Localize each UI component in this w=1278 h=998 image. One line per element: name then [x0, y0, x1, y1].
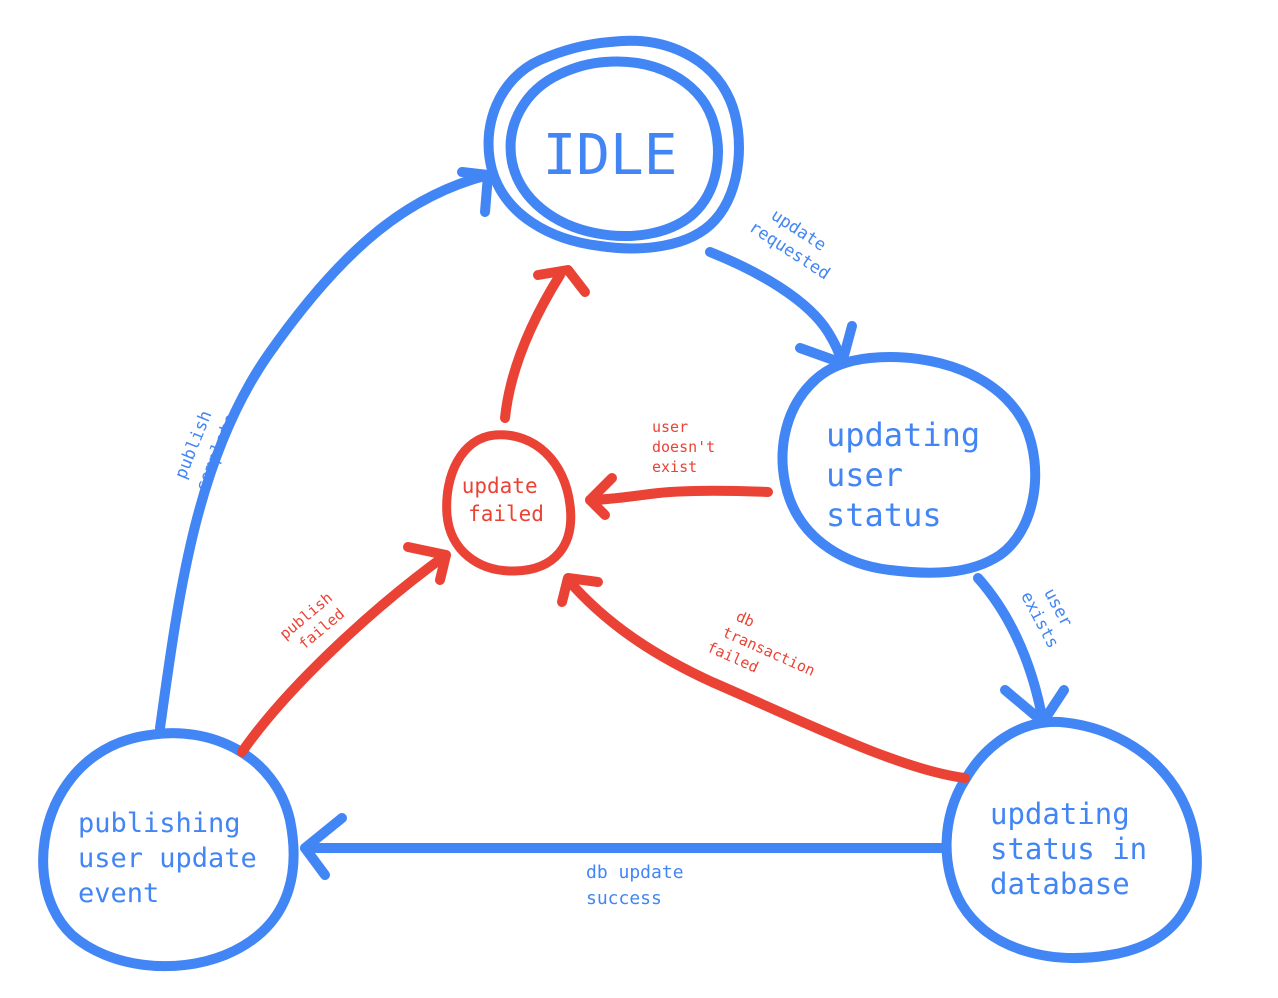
state-idle-label: IDLE — [543, 123, 678, 188]
state-updating-user-status-line: status — [826, 496, 942, 534]
state-updating-user-status-line: user — [826, 456, 903, 494]
state-updating-user-status-outline — [777, 352, 1041, 578]
transition-user-exists-arrow — [973, 573, 1048, 727]
transition-user-doesnt-exist-arrowhead — [585, 473, 617, 520]
transition-db-transaction-failed-line: db — [733, 607, 757, 631]
state-publishing-user-update-event-line: publishing — [78, 808, 241, 839]
state-update-failed-line: failed — [468, 502, 544, 526]
transition-publish-complete-arrow — [155, 170, 493, 733]
transition-db-update-success-label: db update success — [586, 862, 694, 909]
transition-publish-failed-arrowhead — [403, 542, 451, 585]
state-publishing-user-update-event-line: event — [78, 878, 159, 909]
state-updating-status-in-database-line: updating — [990, 797, 1130, 831]
transition-db-update-success-arrowhead — [300, 813, 347, 880]
state-update-failed-outline — [442, 430, 576, 576]
state-updating-user-status-line: updating — [826, 416, 980, 454]
transition-failed-to-idle-arrow — [500, 270, 565, 423]
transition-user-exists-arrowhead — [1000, 685, 1069, 727]
state-update-failed-line: update — [462, 474, 538, 498]
transition-user-doesnt-exist-arrow — [585, 485, 773, 505]
transition-db-update-success-line: success — [586, 888, 662, 909]
transition-publish-failed-arrow — [237, 550, 451, 757]
transition-db-transaction-failed-arrowhead — [557, 573, 603, 607]
state-idle-outer-ring — [483, 35, 744, 254]
transition-user-doesnt-exist-line: doesn't — [652, 438, 715, 456]
state-updating-status-in-database-line: status in — [990, 832, 1147, 866]
transition-update-requested-arrowhead — [795, 321, 857, 368]
state-publishing-user-update-event-label: publishing user update event — [78, 808, 273, 909]
state-publishing-user-update-event-line: user update — [78, 843, 257, 874]
state-update-failed-label: update failed — [462, 474, 551, 526]
transition-user-doesnt-exist-line: exist — [652, 458, 697, 476]
transition-db-transaction-failed-arrow — [563, 575, 970, 783]
transition-failed-to-idle-arrowhead — [533, 265, 590, 297]
transition-update-requested-arrow — [705, 247, 847, 367]
state-publishing-user-update-event-outline — [38, 728, 299, 972]
transition-user-doesnt-exist-line: user — [652, 418, 688, 436]
state-updating-status-in-database-label: updating status in database — [990, 797, 1165, 901]
transition-publish-complete-arrowhead — [457, 167, 493, 217]
state-updating-status-in-database-line: database — [990, 867, 1130, 901]
state-updating-user-status-label: updating user status — [826, 416, 999, 534]
transition-user-doesnt-exist-label: user doesn't exist — [652, 418, 724, 476]
transition-publish-failed-label: publish failed — [276, 583, 356, 659]
transition-db-update-success-line: db update — [586, 862, 684, 883]
transition-user-exists-label: user exists — [1016, 578, 1082, 652]
state-idle-inner-ring — [505, 56, 723, 241]
